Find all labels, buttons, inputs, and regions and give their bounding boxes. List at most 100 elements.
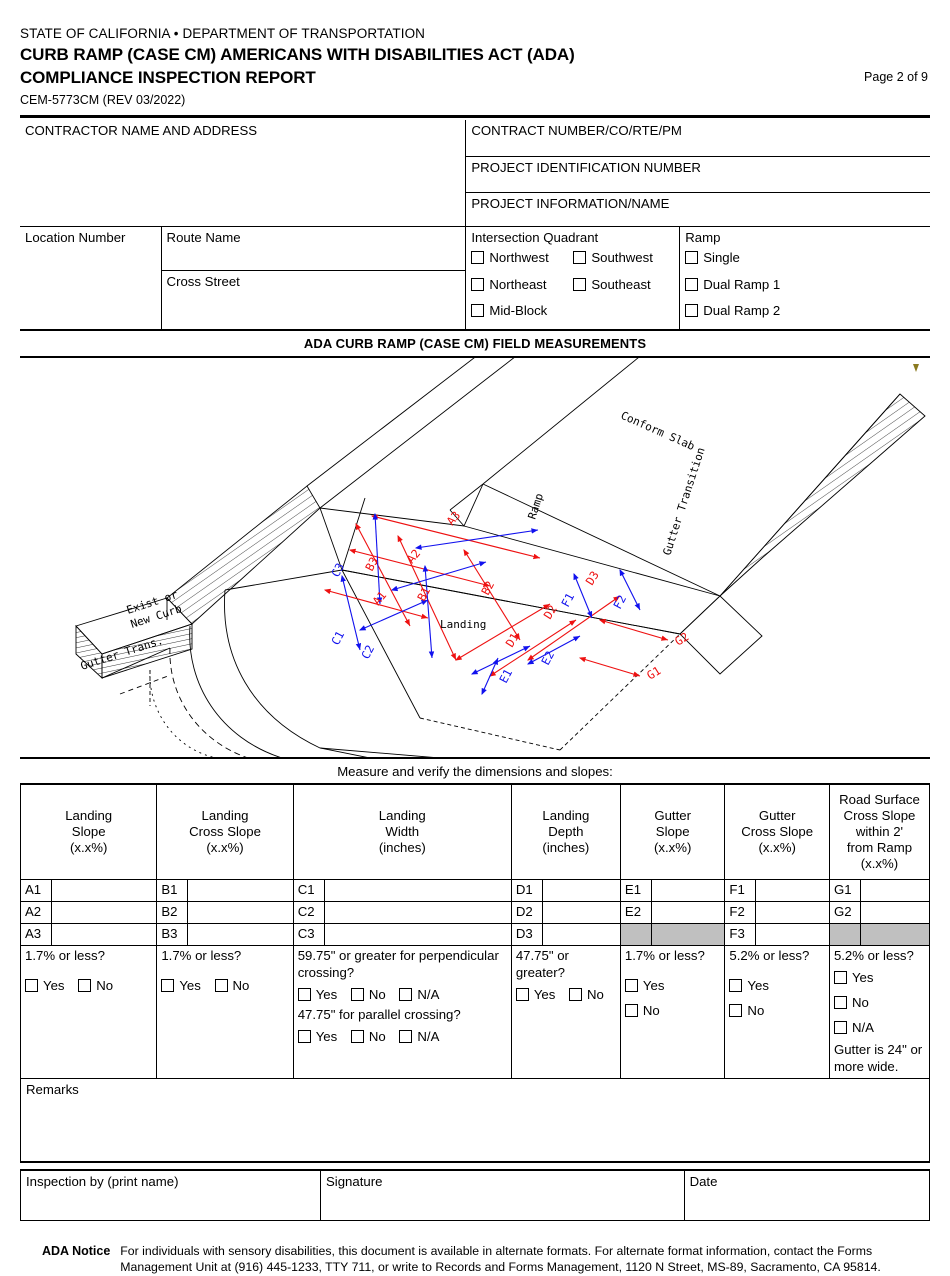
checkbox-label: Yes (43, 978, 65, 993)
input-E2[interactable] (651, 902, 725, 924)
criteria-G-no[interactable]: No (834, 990, 869, 1015)
input-D1[interactable] (542, 880, 620, 902)
criteria-A-yes[interactable]: Yes (25, 973, 65, 998)
checkbox-single[interactable]: Single (685, 245, 912, 271)
inspector-name-field[interactable]: Inspection by (print name) (21, 1170, 321, 1220)
criteria-C-perp-na[interactable]: N/A (399, 982, 439, 1007)
criteria-landing-slope: 1.7% or less? Yes No (21, 946, 157, 1079)
checkbox-box-icon[interactable] (685, 304, 698, 317)
criteria-C-par-yes[interactable]: Yes (298, 1024, 338, 1049)
criteria-question: 5.2% or less? (834, 948, 925, 965)
column-header-road-surface-cross-slope: Road Surface Cross Slope within 2' from … (829, 784, 929, 880)
input-B2[interactable] (188, 902, 293, 924)
contract-number-field[interactable]: CONTRACT NUMBER/CO/RTE/PM (466, 120, 930, 156)
checkbox-dual-ramp-1[interactable]: Dual Ramp 1 (685, 272, 912, 298)
curb-ramp-svg: Exist or New Curb Gutter Trans. Conform … (20, 358, 930, 758)
input-A2[interactable] (51, 902, 156, 924)
checkbox-southeast[interactable]: Southeast (573, 272, 675, 298)
checkbox-box-icon[interactable] (78, 979, 91, 992)
criteria-B-yes[interactable]: Yes (161, 973, 201, 998)
checkbox-box-icon[interactable] (399, 988, 412, 1001)
input-A1[interactable] (51, 880, 156, 902)
criteria-F-no[interactable]: No (729, 998, 764, 1023)
checkbox-box-icon[interactable] (298, 1030, 311, 1043)
criteria-C-par-no[interactable]: No (351, 1024, 386, 1049)
input-A3[interactable] (51, 924, 156, 946)
input-G1[interactable] (860, 880, 929, 902)
checkbox-box-icon[interactable] (625, 1004, 638, 1017)
input-B1[interactable] (188, 880, 293, 902)
checkbox-box-icon[interactable] (161, 979, 174, 992)
input-D3[interactable] (542, 924, 620, 946)
checkbox-box-icon[interactable] (298, 988, 311, 1001)
checkbox-box-icon[interactable] (685, 278, 698, 291)
shaded-cell-E3-tag (620, 924, 651, 946)
criteria-question: 1.7% or less? (625, 948, 721, 965)
project-information-name-field[interactable]: PROJECT INFORMATION/NAME (466, 192, 930, 226)
criteria-F-yes[interactable]: Yes (729, 973, 769, 998)
criteria-landing-depth: 47.75" or greater? Yes No (511, 946, 620, 1079)
checkbox-box-icon[interactable] (569, 988, 582, 1001)
criteria-C-perp-yes[interactable]: Yes (298, 982, 338, 1007)
input-F1[interactable] (756, 880, 830, 902)
checkbox-southwest[interactable]: Southwest (573, 245, 675, 271)
criteria-G-na[interactable]: N/A (834, 1015, 874, 1040)
checkbox-northwest[interactable]: Northwest (471, 245, 573, 271)
dim-tag-D1: D1 (503, 630, 522, 649)
project-identification-number-field[interactable]: PROJECT IDENTIFICATION NUMBER (466, 156, 930, 192)
checkbox-box-icon[interactable] (399, 1030, 412, 1043)
criteria-C-perp-no[interactable]: No (351, 982, 386, 1007)
checkbox-box-icon[interactable] (351, 988, 364, 1001)
criteria-B-no[interactable]: No (215, 973, 250, 998)
checkbox-label: Mid-Block (489, 303, 547, 318)
checkbox-box-icon[interactable] (625, 979, 638, 992)
checkbox-box-icon[interactable] (25, 979, 38, 992)
checkbox-box-icon[interactable] (729, 979, 742, 992)
row-tag-F1: F1 (725, 880, 756, 902)
checkbox-box-icon[interactable] (729, 1004, 742, 1017)
input-C1[interactable] (324, 880, 511, 902)
checkbox-box-icon[interactable] (351, 1030, 364, 1043)
criteria-C-par-na[interactable]: N/A (399, 1024, 439, 1049)
criteria-G-yes[interactable]: Yes (834, 965, 874, 990)
checkbox-label: N/A (852, 1020, 874, 1035)
input-F2[interactable] (756, 902, 830, 924)
section-banner: ADA CURB RAMP (CASE CM) FIELD MEASUREMEN… (20, 331, 930, 356)
date-field[interactable]: Date (684, 1170, 929, 1220)
checkbox-box-icon[interactable] (471, 304, 484, 317)
checkbox-box-icon[interactable] (834, 971, 847, 984)
input-D2[interactable] (542, 902, 620, 924)
criteria-A-no[interactable]: No (78, 973, 113, 998)
input-C2[interactable] (324, 902, 511, 924)
criteria-question-2: 47.75" for parallel crossing? (298, 1007, 507, 1024)
input-B3[interactable] (188, 924, 293, 946)
criteria-D-yes[interactable]: Yes (516, 982, 556, 1007)
checkbox-box-icon[interactable] (834, 1021, 847, 1034)
checkbox-box-icon[interactable] (215, 979, 228, 992)
location-number-field[interactable]: Location Number (20, 227, 161, 330)
checkbox-northeast[interactable]: Northeast (471, 272, 573, 298)
checkbox-label: Dual Ramp 1 (703, 277, 780, 292)
remarks-field[interactable]: Remarks (20, 1079, 930, 1163)
checkbox-mid-block[interactable]: Mid-Block (471, 298, 573, 324)
input-C3[interactable] (324, 924, 511, 946)
measure-caption: Measure and verify the dimensions and sl… (20, 759, 930, 783)
checkbox-box-icon[interactable] (516, 988, 529, 1001)
checkbox-box-icon[interactable] (471, 278, 484, 291)
criteria-D-no[interactable]: No (569, 982, 604, 1007)
signature-field[interactable]: Signature (320, 1170, 684, 1220)
criteria-E-yes[interactable]: Yes (625, 973, 665, 998)
checkbox-box-icon[interactable] (834, 996, 847, 1009)
checkbox-box-icon[interactable] (573, 278, 586, 291)
input-E1[interactable] (651, 880, 725, 902)
criteria-E-no[interactable]: No (625, 998, 660, 1023)
route-name-field[interactable]: Route Name (161, 227, 466, 271)
contractor-name-address-field[interactable]: CONTRACTOR NAME AND ADDRESS (20, 120, 466, 226)
checkbox-box-icon[interactable] (685, 251, 698, 264)
checkbox-box-icon[interactable] (573, 251, 586, 264)
input-G2[interactable] (860, 902, 929, 924)
checkbox-box-icon[interactable] (471, 251, 484, 264)
checkbox-dual-ramp-2[interactable]: Dual Ramp 2 (685, 298, 912, 324)
input-F3[interactable] (756, 924, 830, 946)
cross-street-field[interactable]: Cross Street (161, 270, 466, 329)
